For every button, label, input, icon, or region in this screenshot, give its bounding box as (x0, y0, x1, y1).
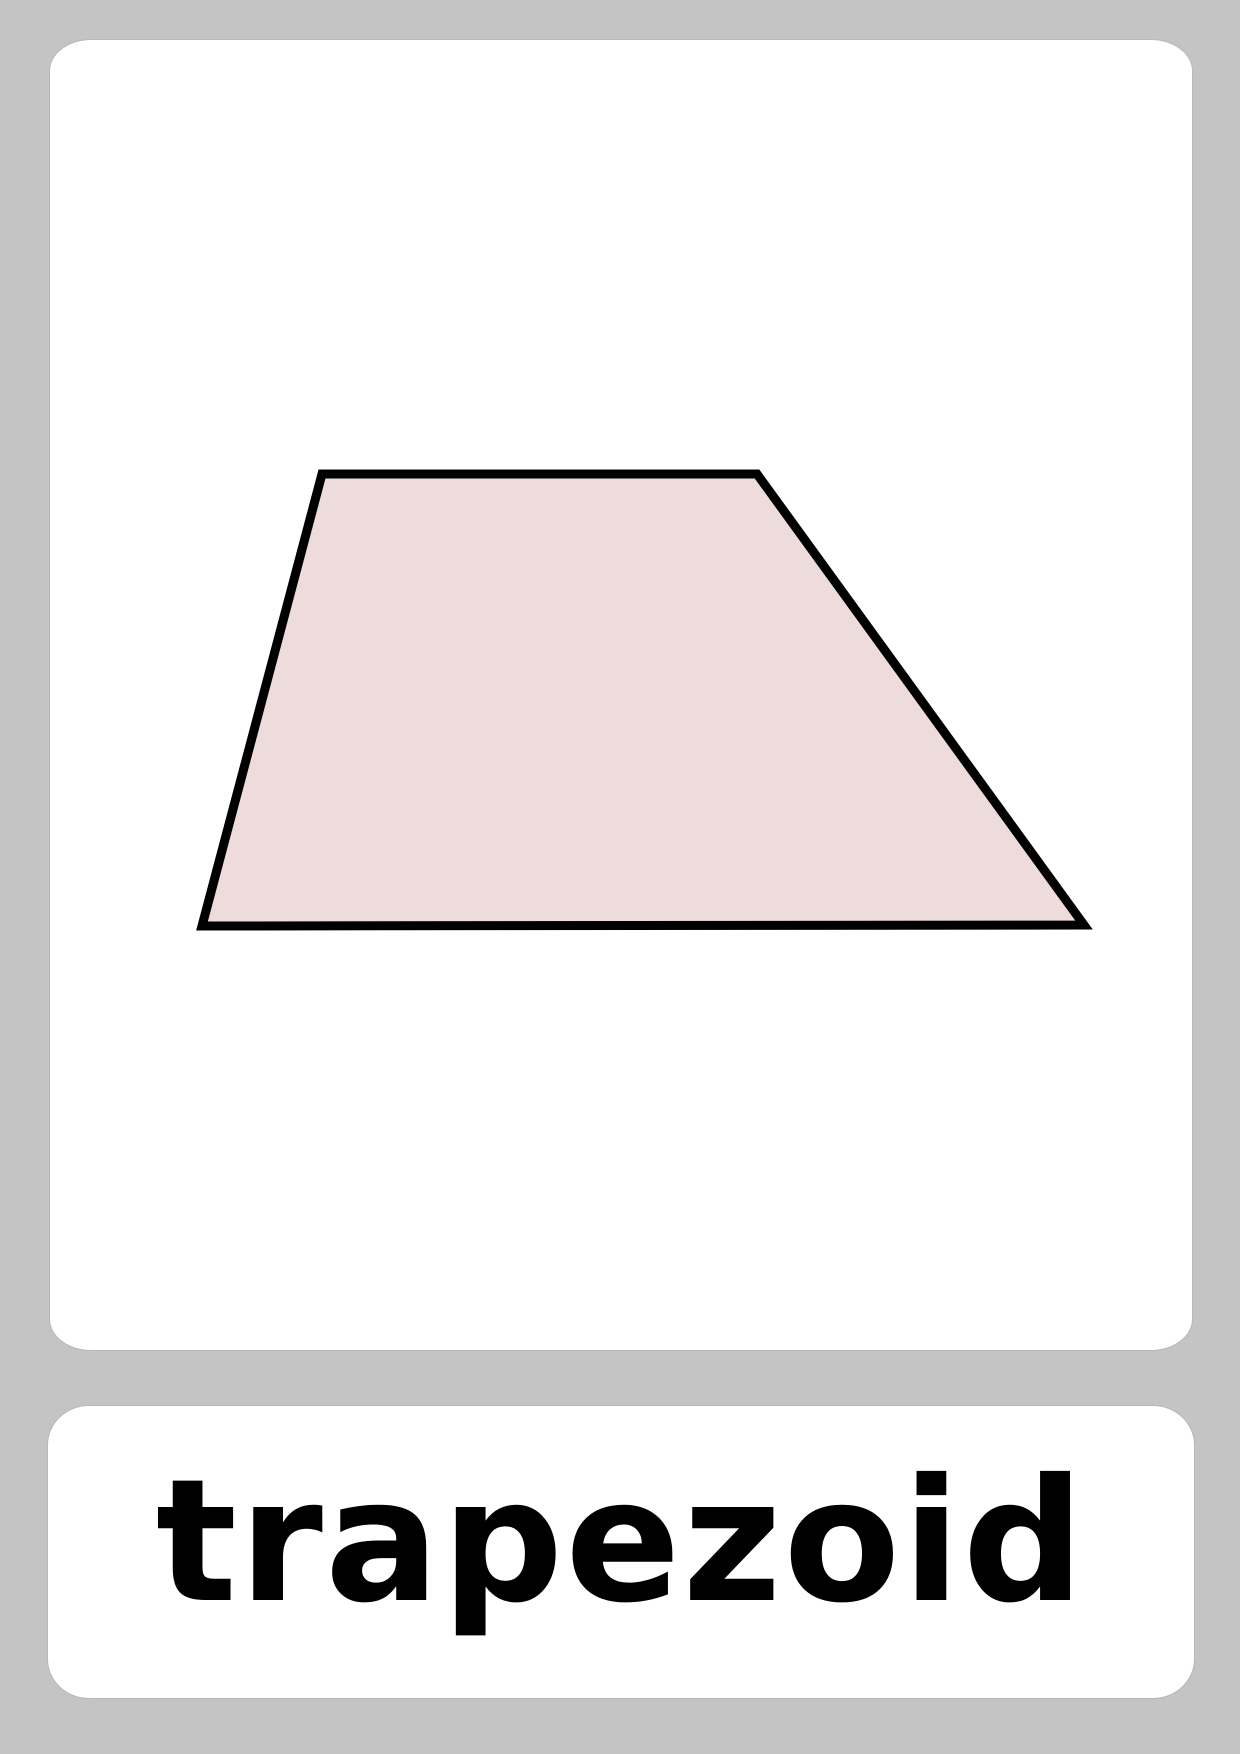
image-card (49, 39, 1193, 1351)
trapezoid-polygon (196, 469, 1093, 931)
flashcard-word: trapezoid (155, 1443, 1087, 1641)
trapezoid-shape (196, 469, 1093, 931)
label-card: trapezoid (47, 1405, 1195, 1699)
